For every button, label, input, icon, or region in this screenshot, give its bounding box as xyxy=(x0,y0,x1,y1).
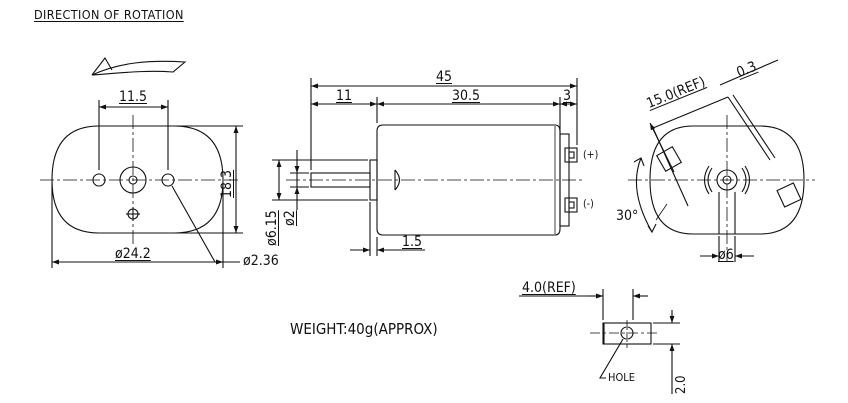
side-dim-boss-dia: ø6.15 xyxy=(264,210,280,246)
side-dim-terminal: 3 xyxy=(563,88,572,104)
side-dim-shaft-dia: ø2 xyxy=(282,210,298,226)
rear-dim-angle: 30° xyxy=(616,208,639,224)
front-outline xyxy=(51,125,224,234)
detail-dim-ref: 4.0(REF) xyxy=(522,280,576,296)
side-dim-overall: 45 xyxy=(436,69,453,85)
terminal-positive-label: (+) xyxy=(583,149,599,161)
rear-outline xyxy=(649,125,805,235)
terminal-detail xyxy=(519,289,680,394)
front-dim-hole-spacing: 11.5 xyxy=(119,89,148,105)
page-title: DIRECTION OF ROTATION xyxy=(34,7,184,22)
motor-can xyxy=(376,124,561,236)
terminal-positive xyxy=(564,147,578,163)
front-bearing xyxy=(119,166,147,194)
rear-dim-bearing: ø6 xyxy=(718,247,734,263)
side-dim-shaft: 11 xyxy=(336,88,353,104)
rear-tab-left xyxy=(655,145,683,173)
side-view xyxy=(272,78,585,256)
side-dim-body: 30.5 xyxy=(452,88,481,104)
front-hole-right xyxy=(161,173,175,187)
rotation-arrow-icon xyxy=(91,57,187,76)
side-dim-boss-len: 1.5 xyxy=(402,234,423,250)
detail-hole-label: HOLE xyxy=(608,371,635,384)
terminal-negative-label: (-) xyxy=(583,198,594,210)
front-dim-hole: ø2.36 xyxy=(243,253,279,269)
front-dim-width: ø24.2 xyxy=(115,246,151,262)
front-dim-height: 18.3 xyxy=(219,169,235,198)
terminal-negative xyxy=(564,197,578,213)
rear-tab-right xyxy=(776,182,802,208)
front-hole-left xyxy=(92,173,106,187)
detail-dim-width: 2.0 xyxy=(674,375,689,394)
rear-view xyxy=(628,59,815,262)
front-view xyxy=(40,100,243,268)
front-shaft xyxy=(128,175,138,185)
rear-bearing xyxy=(716,169,738,191)
weight-note: WEIGHT:40g(APPROX) xyxy=(290,320,438,338)
